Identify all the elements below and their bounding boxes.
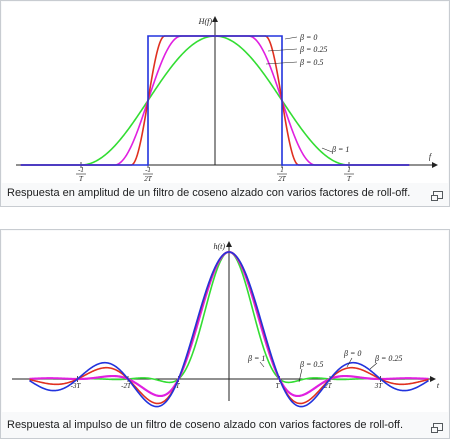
legend-pointer xyxy=(265,61,298,65)
x-tick-label: -2T xyxy=(121,382,132,390)
y-axis-arrow xyxy=(212,16,218,22)
svg-text:2T: 2T xyxy=(144,175,153,183)
legend-label: β = 0.5 xyxy=(299,360,323,369)
legend-pointer xyxy=(259,361,265,368)
legend-pointer xyxy=(267,48,298,52)
y-axis-label: H(f) xyxy=(198,17,213,26)
magnify-icon[interactable] xyxy=(431,423,443,433)
x-tick-label: -T xyxy=(173,382,180,390)
legend-label: β = 0 xyxy=(343,349,361,358)
svg-text:-1: -1 xyxy=(145,166,151,174)
legend-label: β = 1 xyxy=(247,354,265,363)
svg-text:-1: -1 xyxy=(78,166,84,174)
x-axis-label: f xyxy=(429,152,433,161)
svg-text:T: T xyxy=(347,175,352,183)
svg-text:1: 1 xyxy=(280,166,284,174)
y-axis-label: h(t) xyxy=(213,242,225,251)
x-tick-label: 12T xyxy=(277,166,287,183)
chart-impulse-response: h(t) t -3T -2T -T T 2T 3T β = 1 β = 0.5 β = 0 β = 0… xyxy=(12,241,440,408)
x-tick-label: -1T xyxy=(76,166,86,183)
legend-label: β = 1 xyxy=(331,145,349,154)
legend-pointer xyxy=(284,36,298,40)
y-axis-arrow xyxy=(226,241,232,247)
legend-label: β = 0.25 xyxy=(374,354,402,363)
svg-text:T: T xyxy=(79,175,84,183)
x-tick-label: -3T xyxy=(71,382,82,390)
x-axis-label: t xyxy=(437,381,440,390)
legend-label: β = 0.5 xyxy=(299,58,323,67)
legend-pointer xyxy=(369,362,378,370)
x-axis-arrow xyxy=(432,162,438,168)
series-line-beta-0 xyxy=(29,251,429,408)
legend-label: β = 0.25 xyxy=(299,45,327,54)
figure-caption: Respuesta en amplitud de un filtro de co… xyxy=(7,187,411,199)
x-tick-label: 3T xyxy=(374,382,384,390)
legend-pointer xyxy=(346,357,353,368)
svg-text:1: 1 xyxy=(347,166,351,174)
x-tick-label: 2T xyxy=(324,382,333,390)
legend-label: β = 0 xyxy=(299,33,317,42)
x-tick-label: T xyxy=(276,382,281,390)
x-tick-label: -12T xyxy=(143,166,153,183)
figure-caption: Respuesta al impulso de un filtro de cos… xyxy=(7,419,404,431)
svg-text:2T: 2T xyxy=(278,175,287,183)
figure-impulse-response: h(t) t -3T -2T -T T 2T 3T β = 1 β = 0.5 β = 0 β = 0… xyxy=(0,229,450,439)
plot-area-impulse: h(t) t -3T -2T -T T 2T 3T β = 1 β = 0.5 β = 0 β = 0… xyxy=(2,231,448,412)
x-axis-arrow xyxy=(430,376,436,382)
series-line-beta-0 xyxy=(20,35,410,166)
legend-pointer xyxy=(298,368,303,383)
legend-pointer xyxy=(321,147,333,153)
magnify-icon[interactable] xyxy=(431,191,443,201)
x-tick-label: 1T xyxy=(344,166,354,183)
